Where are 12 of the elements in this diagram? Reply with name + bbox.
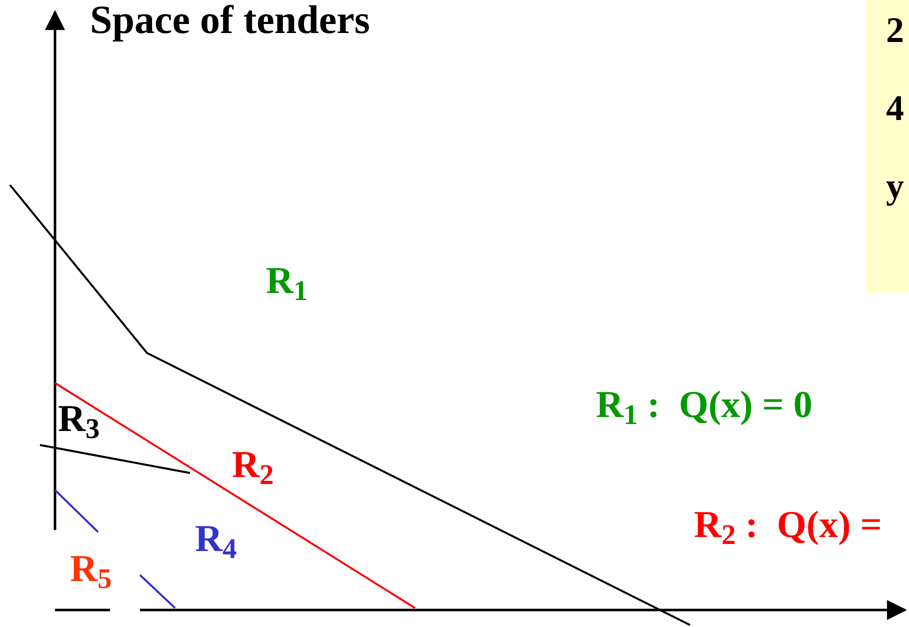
region-label: R$_{2}$ <box>232 446 274 484</box>
region-label: R$_{1}$ <box>266 262 308 300</box>
title: Space of tenders <box>90 0 370 40</box>
equation-label: R$_{2}$ : Q(x) = <box>694 506 882 544</box>
region-label: R$_{3}$ <box>58 400 100 438</box>
region-label: R$_{5}$ <box>70 550 112 588</box>
region-label: R$_{4}$ <box>195 520 237 558</box>
equation-label: R$_{1}$ : Q(x) = 0 <box>596 386 812 424</box>
note-text: 2 <box>886 12 904 48</box>
note-text: y <box>886 168 904 204</box>
note-box <box>866 0 909 293</box>
note-text: 4 <box>886 90 904 126</box>
